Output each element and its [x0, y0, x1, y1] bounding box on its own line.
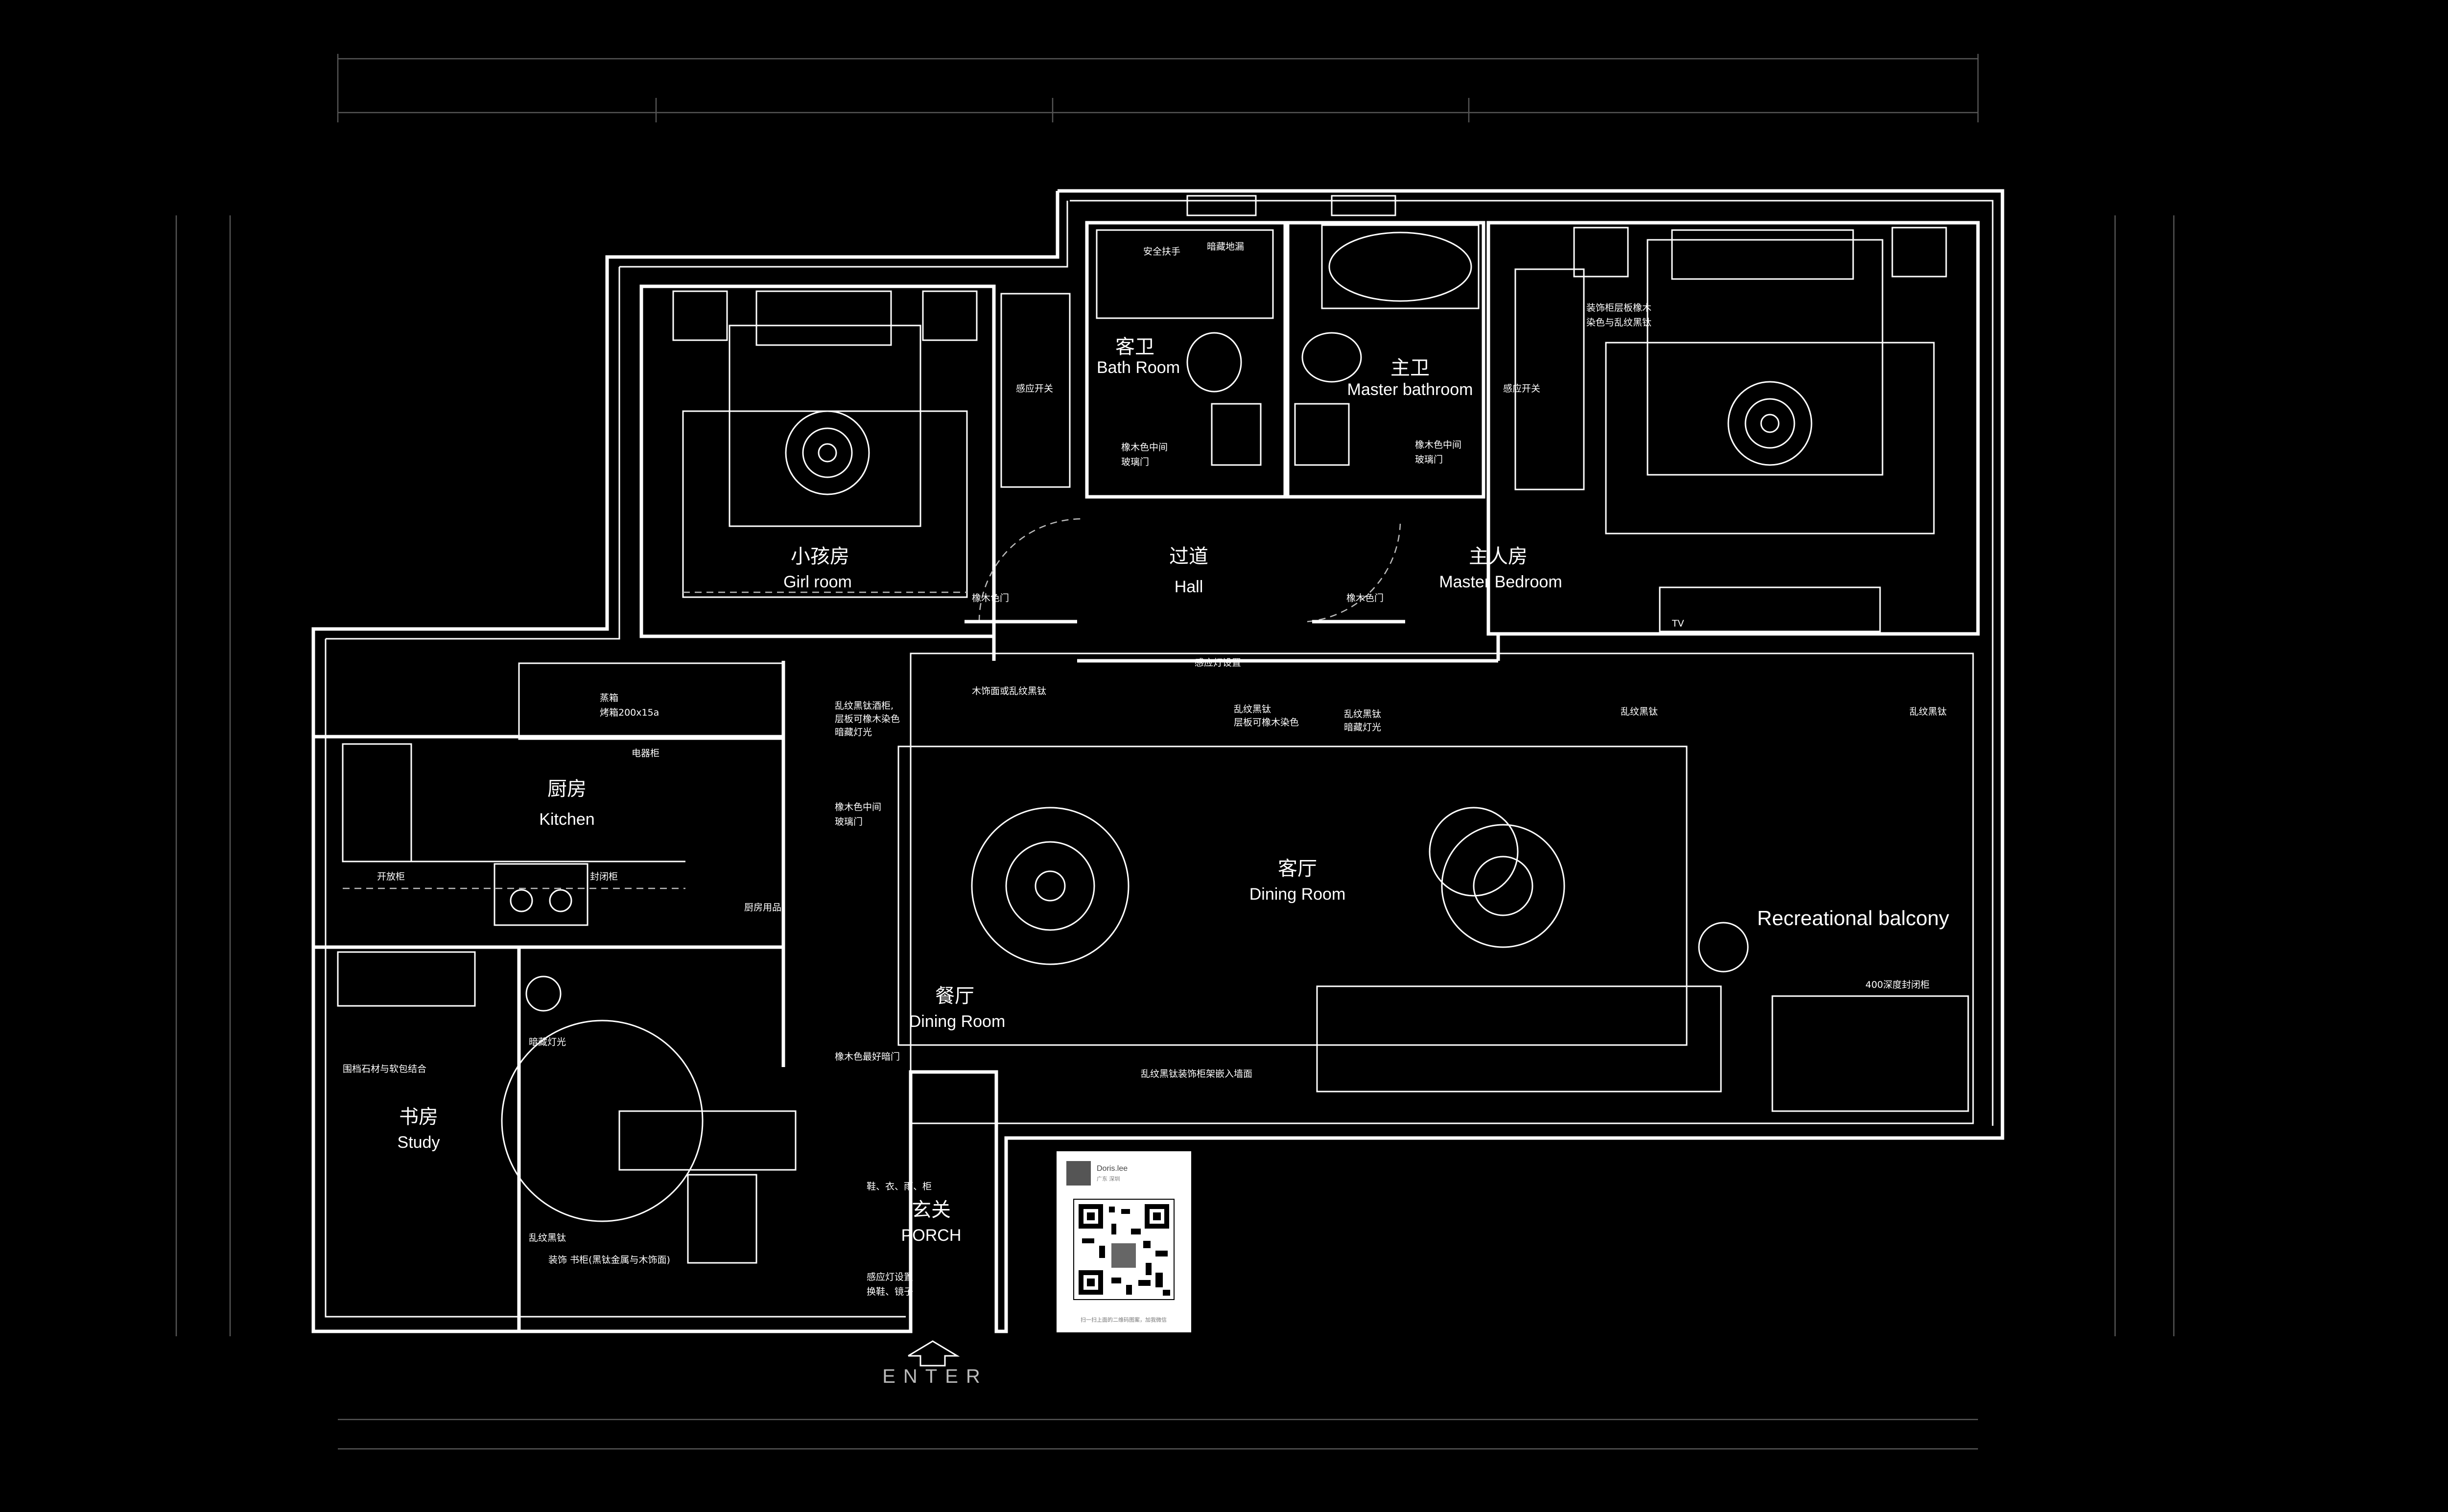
qr-sub: 广东 深圳 — [1097, 1176, 1120, 1182]
label-girl-room-en: Girl room — [783, 573, 852, 591]
label-guest-bath-cn: 客卫 — [1115, 336, 1154, 358]
note-bookcase: 装饰 书柜(黑钛金属与木饰面) — [548, 1255, 670, 1265]
note-closed-cabinet: 封闭柜 — [590, 871, 618, 882]
note-appliance-cabinet: 电器柜 — [632, 748, 659, 759]
note-titanium-right: 乱纹黑钛 — [1909, 706, 1947, 717]
study-furniture — [337, 951, 797, 1264]
note-kitchen-glass-1: 橡木色中间 — [835, 802, 881, 813]
note-hall-titanium-1: 乱纹黑钛 — [1234, 704, 1271, 715]
note-wood-titanium: 木饰面或乱纹黑钛 — [972, 686, 1046, 697]
note-oak-door-left: 橡木色门 — [972, 593, 1009, 604]
girl-room-bed — [672, 290, 1071, 598]
label-master-bath-en: Master bathroom — [1347, 380, 1473, 399]
note-glass-door-left-1: 橡木色中间 — [1121, 442, 1168, 453]
note-tv-wall: 乱纹黑钛装饰柜架嵌入墙面 — [1141, 1069, 1252, 1079]
note-hall-titanium-2: 层板可橡木染色 — [1234, 717, 1299, 728]
note-motion-switch-left: 感应开关 — [1016, 383, 1053, 394]
note-open-cabinet: 开放柜 — [377, 871, 405, 882]
label-hall-cn: 过道 — [1169, 545, 1208, 568]
label-living-cn: 客厅 — [1278, 858, 1317, 880]
note-hidden-light: 暗藏灯光 — [529, 1037, 566, 1047]
annotations: 安全扶手 暗藏地漏 装饰柜层板橡木 染色与乱纹黑钛 感应开关 感应开关 橡木色中… — [343, 241, 1947, 1297]
label-balcony-en: Recreational balcony — [1757, 907, 1949, 930]
hall-doors — [965, 518, 1405, 624]
label-guest-bath-en: Bath Room — [1097, 358, 1180, 377]
note-glass-door-right-2: 玻璃门 — [1415, 454, 1443, 465]
note-shoe-cabinet: 鞋、衣、雨、柜 — [867, 1181, 932, 1192]
note-closed-cabinet-400: 400深度封闭柜 — [1865, 979, 1930, 990]
note-tv: TV — [1671, 618, 1684, 629]
label-master-bedroom-en: Master Bedroom — [1439, 573, 1562, 591]
avatar — [1066, 1161, 1091, 1186]
note-study-titanium: 乱纹黑钛 — [529, 1233, 566, 1243]
note-hall-titanium-3: 乱纹黑钛 — [1344, 709, 1381, 720]
kitchen-fixtures — [342, 662, 784, 926]
note-hall-titanium-4: 暗藏灯光 — [1344, 722, 1381, 733]
note-titanium-cabinet-3: 暗藏灯光 — [835, 727, 872, 738]
bathroom-fixtures — [1096, 224, 1480, 466]
note-motion-switch-right: 感应开关 — [1503, 383, 1540, 394]
note-wardrobe-1: 装饰柜层板橡木 — [1586, 302, 1651, 313]
note-titanium-cabinet-1: 乱纹黑钛酒柜, — [835, 700, 894, 711]
label-girl-room-cn: 小孩房 — [791, 545, 849, 568]
label-hall-en: Hall — [1175, 578, 1203, 596]
note-oven-1: 蒸箱 — [600, 693, 618, 703]
dimension-lines — [175, 54, 2175, 1450]
enter-arrow — [908, 1340, 960, 1367]
qr-caption: 扫一扫上面的二维码图案，加我微信 — [1081, 1316, 1167, 1323]
note-glass-door-left-2: 玻璃门 — [1121, 457, 1149, 467]
label-study-en: Study — [398, 1133, 440, 1152]
note-wardrobe-2: 染色与乱纹黑钛 — [1586, 317, 1651, 328]
master-bedroom-bed — [1514, 227, 1947, 632]
label-study-cn: 书房 — [399, 1106, 438, 1128]
label-master-bath-cn: 主卫 — [1390, 357, 1430, 379]
note-safety-handrail: 安全扶手 — [1143, 246, 1180, 257]
dining-living-furniture — [897, 745, 1749, 1093]
qr-name: Doris.lee — [1097, 1164, 1128, 1173]
note-kitchen-glass-2: 玻璃门 — [835, 816, 863, 827]
note-glass-door-right-1: 橡木色中间 — [1415, 440, 1461, 450]
label-kitchen-cn: 厨房 — [547, 778, 587, 800]
room-labels: 小孩房 Girl room 过道 Hall 主人房 Master Bedroom… — [398, 336, 1950, 1245]
qr-code — [1073, 1199, 1175, 1300]
note-study-wall: 围档石材与软包结合 — [343, 1064, 426, 1074]
note-oak-hidden-door: 橡木色最好暗门 — [835, 1051, 900, 1062]
label-porch-cn: 玄关 — [912, 1199, 951, 1221]
note-oven-2: 烤箱200x15a — [600, 707, 659, 718]
label-dining-cn: 餐厅 — [935, 985, 974, 1007]
label-kitchen-en: Kitchen — [539, 810, 594, 829]
note-porch-light-1: 感应灯设置 — [867, 1272, 913, 1282]
label-dining-en: Dining Room — [909, 1012, 1006, 1031]
note-titanium-mid: 乱纹黑钛 — [1621, 706, 1658, 717]
label-porch-en: PORCH — [901, 1226, 962, 1245]
note-porch-light-2: 换鞋、镜子 — [867, 1286, 913, 1297]
label-living-en: Dining Room — [1249, 885, 1346, 904]
note-hidden-floor-drain: 暗藏地漏 — [1207, 241, 1244, 252]
enter-label: ENTER — [882, 1366, 988, 1387]
qr-card: Doris.lee 广东 深圳 — [1057, 1151, 1191, 1332]
note-kitchen-supplies: 厨房用品 — [744, 902, 781, 913]
note-motion-light: 感应灯设置 — [1195, 657, 1241, 668]
note-oak-door-right: 橡木色门 — [1346, 593, 1384, 604]
note-titanium-cabinet-2: 层板可橡木染色 — [835, 714, 900, 724]
label-master-bedroom-cn: 主人房 — [1469, 545, 1528, 568]
